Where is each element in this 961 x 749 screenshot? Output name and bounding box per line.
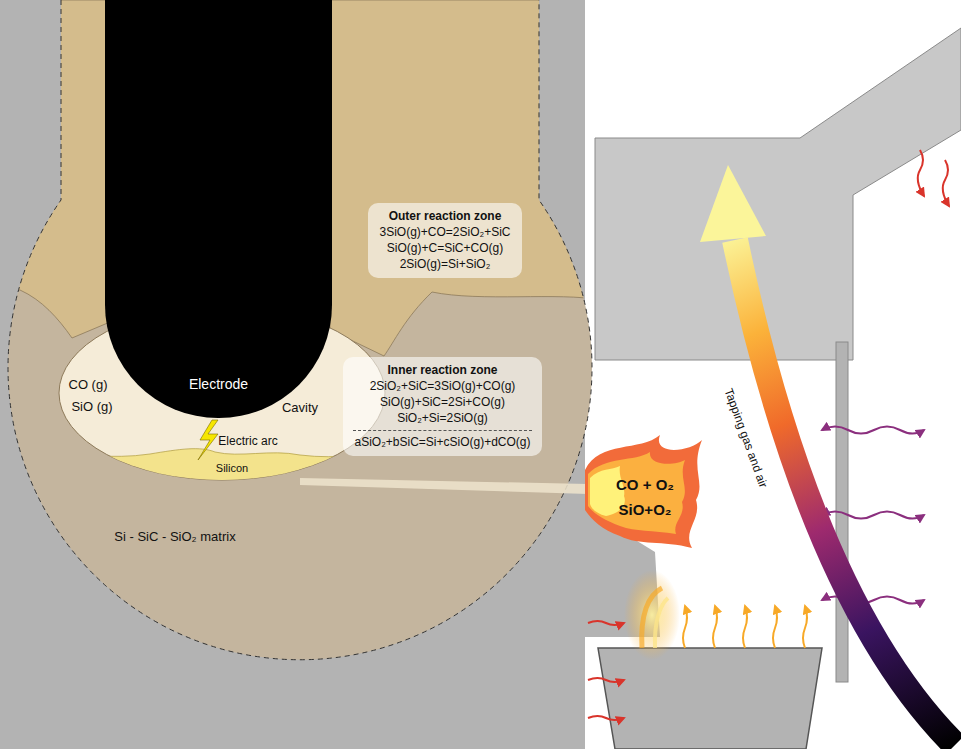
tapping-gas-head: [700, 165, 766, 242]
glow-arc: [655, 598, 668, 648]
arc-label: Electric arc: [218, 434, 277, 448]
zoom-outline: [8, 0, 592, 660]
reaction-equation: 3SiO(g)+CO=2SiO₂+SiC: [378, 224, 512, 240]
matrix-label: Si - SiC - SiO₂ matrix: [114, 529, 235, 544]
drawing-part: [918, 150, 924, 196]
drawing-part: [588, 678, 624, 682]
drawing-part: [683, 606, 687, 648]
drawing-part: [713, 606, 717, 648]
silicon-label: Silicon: [216, 462, 248, 474]
flame-outer: [585, 435, 702, 548]
reaction-equation: SiO(g)+C=SiC+CO(g): [378, 240, 512, 256]
heat-up-arrows: [683, 606, 807, 648]
reaction-equation: SiO₂+Si=2SiO(g): [353, 410, 532, 426]
reaction-equation: 2SiO₂+SiC=3SiO(g)+CO(g): [353, 378, 532, 394]
reaction-equation: 2SiO(g)=Si+SiO₂: [378, 256, 512, 272]
drawing-part: [588, 716, 624, 720]
reaction-zone-box: Outer reaction zone3SiO(g)+CO=2SiO₂+SiCS…: [368, 203, 522, 278]
electrode-label: Electrode: [189, 376, 248, 392]
hood: [595, 28, 961, 360]
metal-glow: [624, 570, 680, 660]
drawing-part: [773, 606, 777, 648]
tap-stream: [300, 478, 588, 494]
reaction-equation: SiO(g)+SiC=2Si+CO(g): [353, 394, 532, 410]
gas-label: CO (g): [69, 377, 108, 392]
tapping-gas-band: [735, 240, 955, 745]
flame-label: SiO+O₂: [619, 501, 672, 518]
charge-left: [0, 0, 110, 338]
drawing-part: [943, 160, 949, 206]
flame-label: CO + O₂: [616, 476, 674, 493]
reaction-equation: aSiO₂+bSiC=Si+cSiO(g)+dCO(g): [353, 430, 532, 450]
zone-heading: Outer reaction zone: [378, 208, 512, 224]
zone-heading: Inner reaction zone: [353, 362, 532, 378]
drawing-part: [803, 606, 807, 648]
electric-arc: [198, 420, 218, 460]
zoom-view: [0, 0, 600, 700]
reaction-zone-box: Inner reaction zone2SiO₂+SiC=3SiO(g)+CO(…: [343, 357, 542, 456]
drawing-part: [822, 512, 924, 519]
electrode: Electrode: [105, 0, 332, 418]
drawing-part: [822, 427, 924, 434]
flame-middle: [588, 452, 685, 534]
heat-in-arrows: [588, 150, 949, 720]
drawing-part: [588, 621, 624, 625]
drawing-part: [40, 449, 400, 500]
cavity-label: Cavity: [282, 400, 318, 415]
furnace-wall: [0, 0, 660, 749]
matrix: [0, 0, 600, 700]
silicon-pool: [40, 449, 400, 500]
charge-right: [325, 0, 600, 356]
drawing-part: [743, 606, 747, 648]
ladle: [598, 648, 822, 749]
gas-label: SiO (g): [71, 399, 112, 414]
